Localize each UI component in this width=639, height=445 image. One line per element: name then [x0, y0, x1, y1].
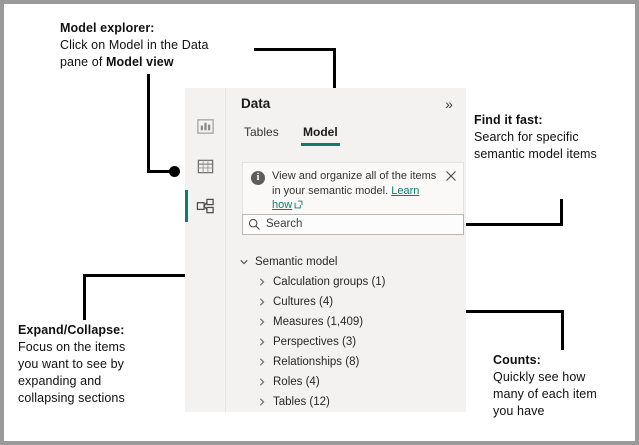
search-input[interactable]: Search [242, 214, 464, 235]
annotation-line: collapsing sections [18, 391, 125, 405]
table-grid-icon [197, 159, 213, 173]
leader-line-model-explorer-vertical [333, 48, 336, 114]
external-link-icon[interactable] [294, 200, 303, 209]
tree-item-roles[interactable]: Roles (4) [239, 372, 479, 392]
search-icon [248, 218, 260, 230]
learn-how-link[interactable]: Learn how [272, 184, 420, 212]
leader-line-modelview-horizontal [147, 170, 175, 173]
leader-line-expand-collapse-horizontal [83, 274, 235, 277]
annotation-line: Click on Model in the Data [60, 38, 209, 52]
tree-item-cultures[interactable]: Cultures (4) [239, 292, 479, 312]
view-rail [185, 88, 226, 412]
chevron-right-icon [259, 318, 265, 326]
chevron-right-icon [259, 378, 265, 386]
annotation-expand-collapse: Expand/Collapse: Focus on the items you … [18, 322, 183, 407]
tab-label: Model [303, 125, 338, 139]
chevron-right-icon [259, 358, 265, 366]
rail-item-model-view[interactable] [185, 186, 225, 226]
chevron-double-right-icon[interactable]: » [445, 96, 453, 112]
annotation-line: you want to see by [18, 357, 125, 371]
annotation-heading: Find it fast: [474, 113, 543, 127]
annotation-text-pre: pane of [60, 55, 106, 69]
rail-item-report-view[interactable] [185, 106, 225, 146]
bar-chart-icon [196, 118, 214, 134]
leader-line-counts-vertical [561, 310, 564, 350]
leader-line-find-it-fast-vertical [560, 199, 563, 226]
annotation-heading: Counts: [493, 353, 541, 367]
chevron-down-icon [240, 259, 248, 265]
page-title: Data [241, 96, 271, 111]
close-icon[interactable] [444, 169, 458, 183]
annotation-heading: Expand/Collapse: [18, 323, 125, 337]
tree-item-label: Cultures (4) [273, 296, 334, 308]
tab-model[interactable]: Model [301, 122, 340, 146]
annotation-model-explorer: Model explorer: Click on Model in the Da… [60, 20, 275, 71]
tree-item-calculation-groups[interactable]: Calculation groups (1) [239, 272, 479, 292]
leader-line-model-explorer-horizontal [254, 48, 336, 51]
model-diagram-icon [196, 198, 214, 213]
tree-item-label: Tables (12) [273, 396, 330, 408]
info-banner-text: View and organize all of the items in yo… [272, 169, 439, 213]
tree-item-label: Relationships (8) [273, 356, 360, 368]
annotation-line: pane of Model view [60, 54, 275, 71]
tree-item-measures[interactable]: Measures (1,409) [239, 312, 479, 332]
power-bi-data-panel: Data » Tables Model i View and organize … [185, 88, 466, 412]
tab-tables[interactable]: Tables [242, 122, 281, 146]
info-icon: i [251, 171, 265, 185]
tab-label: Tables [244, 125, 279, 139]
active-accent-bar [185, 190, 188, 222]
info-banner: i View and organize all of the items in … [242, 162, 464, 220]
semantic-model-tree: Semantic model Calculation groups (1) Cu… [239, 252, 479, 412]
tree-item-tables[interactable]: Tables (12) [239, 392, 479, 412]
tree-item-label: Perspectives (3) [273, 336, 357, 348]
tree-item-label: Measures (1,409) [273, 316, 364, 328]
chevron-right-icon [259, 398, 265, 406]
annotation-line: Quickly see how [493, 370, 586, 384]
rail-item-table-view[interactable] [185, 146, 225, 186]
leader-line-modelview-vertical [147, 74, 150, 172]
annotation-line: expanding and [18, 374, 102, 388]
annotation-line: Search for specific [474, 130, 579, 144]
annotation-line: Focus on the items [18, 340, 126, 354]
annotation-line: you have [493, 404, 545, 418]
tree-item-label: Roles (4) [273, 376, 320, 388]
annotation-text-bold: Model view [105, 55, 174, 69]
leader-line-find-it-fast-horizontal [404, 223, 563, 226]
tab-strip: Tables Model [233, 122, 466, 150]
leader-line-expand-collapse-vertical [83, 274, 86, 320]
search-placeholder: Search [266, 218, 303, 230]
data-pane: Data » Tables Model i View and organize … [233, 88, 466, 412]
annotation-counts: Counts: Quickly see how many of each ite… [493, 352, 635, 420]
chevron-right-icon [259, 338, 265, 346]
pane-header: Data » [233, 93, 466, 119]
annotation-line: semantic model items [474, 147, 597, 161]
chevron-right-icon [259, 298, 265, 306]
tree-item-perspectives[interactable]: Perspectives (3) [239, 332, 479, 352]
tree-root-label: Semantic model [255, 256, 338, 268]
tree-item-label: Calculation groups (1) [273, 276, 386, 288]
leader-dot-model-view-icon [169, 166, 180, 177]
annotation-find-it-fast: Find it fast: Search for specific semant… [474, 112, 635, 163]
tree-root-semantic-model[interactable]: Semantic model [239, 252, 479, 272]
annotation-heading: Model explorer: [60, 21, 155, 35]
chevron-right-icon [259, 278, 265, 286]
tree-item-relationships[interactable]: Relationships (8) [239, 352, 479, 372]
annotation-line: many of each item [493, 387, 597, 401]
tab-underline [301, 143, 340, 146]
info-banner-message: View and organize all of the items in yo… [272, 170, 437, 197]
